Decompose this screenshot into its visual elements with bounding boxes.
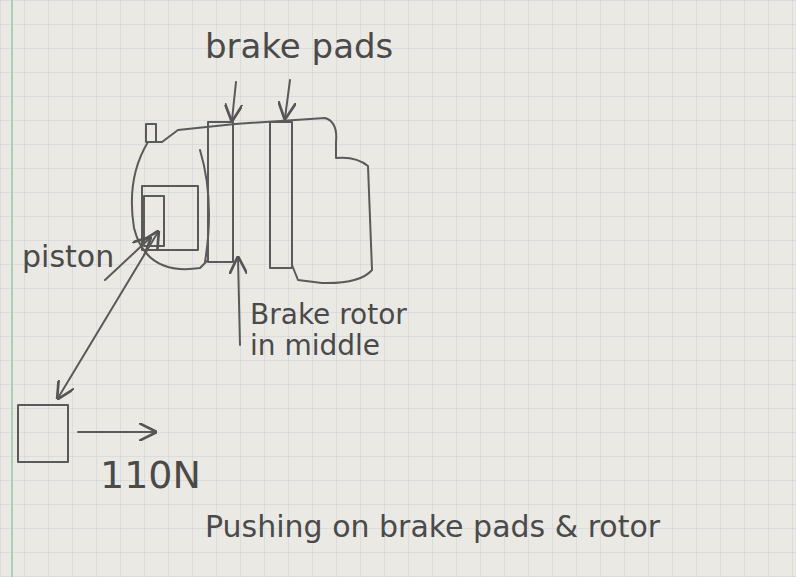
force-value: 110N — [100, 455, 230, 497]
leader-arrow — [285, 80, 290, 118]
note-text: Pushing on brake pads & rotor — [205, 510, 795, 543]
leader-arrow — [238, 258, 240, 345]
brake-pad — [208, 122, 233, 262]
piston-housing — [132, 142, 208, 269]
brake-pad — [270, 122, 292, 268]
part-label: piston — [22, 240, 142, 273]
force-block — [18, 405, 68, 462]
caliper-housing — [148, 118, 372, 283]
part-label: Brake rotor in middle — [250, 300, 418, 362]
leader-arrow — [232, 82, 236, 120]
piston — [142, 186, 198, 250]
part-label: brake pads — [205, 28, 445, 65]
force-arrow — [78, 431, 155, 433]
margin-line — [11, 0, 13, 577]
bleeder-nub — [146, 124, 156, 142]
